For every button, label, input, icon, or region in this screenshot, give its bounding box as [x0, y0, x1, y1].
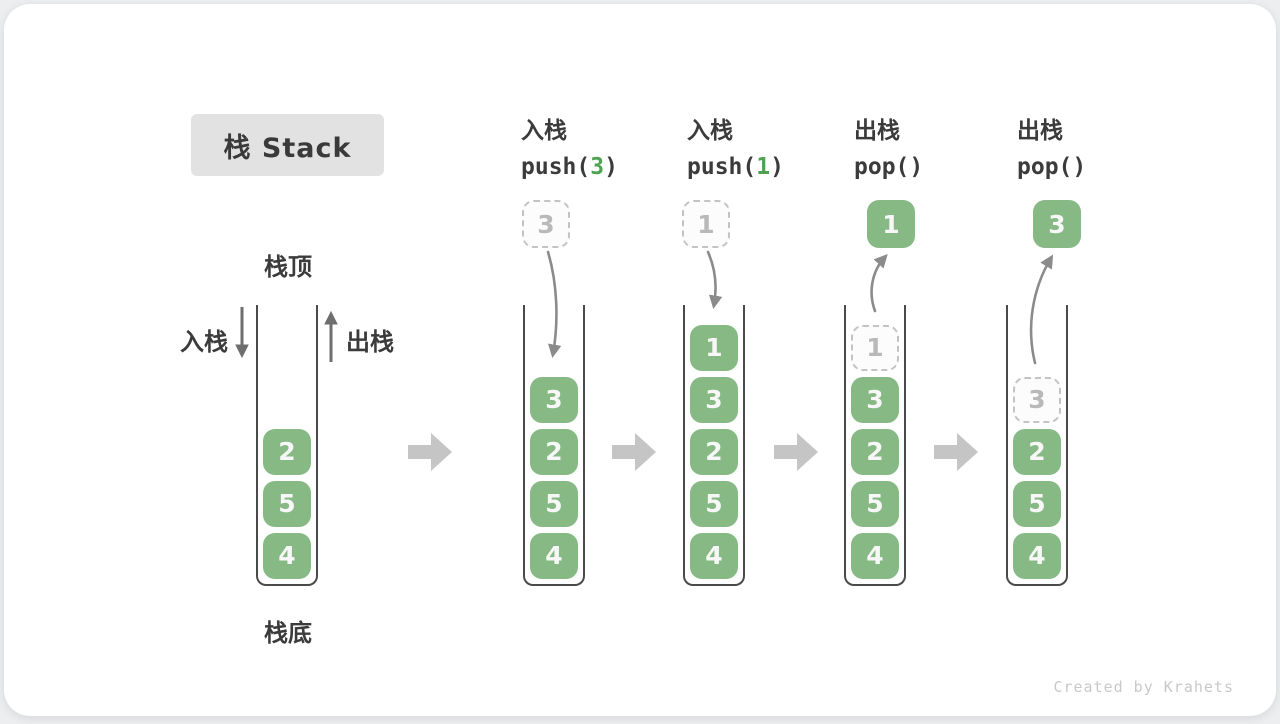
stack-block: 3 — [530, 376, 578, 423]
stack-container-initial: 4 5 2 — [256, 305, 318, 586]
floating-popped-value: 1 — [867, 200, 915, 248]
title-badge: 栈 Stack — [191, 114, 384, 176]
stack-container-after-push-1: 4 5 2 3 1 — [683, 305, 745, 586]
op-label-pop-1: 出栈 pop() — [854, 111, 923, 180]
op-title: 入栈 — [687, 118, 733, 144]
title-text: 栈 Stack — [223, 132, 352, 164]
stack-top-label: 栈顶 — [264, 253, 312, 281]
op-code-suffix: ) — [770, 154, 784, 180]
stack-ghost-block: 1 — [851, 324, 899, 371]
stack-block: 2 — [851, 428, 899, 475]
op-code-prefix: push( — [687, 154, 757, 180]
op-label-push-3: 入栈 push(3) — [521, 111, 618, 180]
op-code-arg: 1 — [756, 154, 771, 180]
stack-block: 4 — [690, 532, 738, 579]
stack-container-after-pop-3: 4 5 2 3 — [1006, 305, 1068, 586]
arrows-overlay — [235, 250, 1054, 471]
stack-bottom-label: 栈底 — [264, 619, 312, 647]
stack-block: 5 — [1013, 480, 1061, 527]
op-code: push(1) — [687, 154, 784, 180]
floating-push-value: 1 — [682, 200, 730, 248]
pop-curve-arrow — [870, 254, 888, 313]
floating-popped-value: 3 — [1033, 200, 1081, 248]
pop-direction-label: 出栈 — [346, 328, 394, 356]
stack-block: 3 — [690, 376, 738, 423]
diagram-card: 栈 Stack 栈顶 栈底 入栈 出栈 入栈 push(3) 入栈 push(1… — [4, 4, 1276, 716]
op-label-push-1: 入栈 push(1) — [687, 111, 784, 180]
stage-transition-arrow — [934, 433, 978, 471]
op-code-suffix: ) — [604, 154, 618, 180]
stack-block: 1 — [690, 324, 738, 371]
stage-transition-arrow — [408, 433, 452, 471]
op-code: pop() — [1017, 154, 1086, 180]
watermark: Created by Krahets — [1053, 678, 1234, 696]
stack-block: 5 — [530, 480, 578, 527]
stack-block: 2 — [530, 428, 578, 475]
op-label-pop-3: 出栈 pop() — [1017, 111, 1086, 180]
stack-block: 5 — [851, 480, 899, 527]
stack-ghost-block: 3 — [1013, 376, 1061, 423]
op-code: push(3) — [521, 154, 618, 180]
stack-container-after-pop-1: 4 5 2 3 1 — [844, 305, 906, 586]
stack-block: 5 — [690, 480, 738, 527]
stack-container-after-push-3: 4 5 2 3 — [523, 305, 585, 586]
op-code-arg: 3 — [590, 154, 605, 180]
stack-block: 4 — [530, 532, 578, 579]
push-direction-label: 入栈 — [180, 328, 228, 356]
op-code-prefix: pop() — [854, 154, 924, 180]
stack-block: 5 — [263, 480, 311, 527]
stack-block: 4 — [1013, 532, 1061, 579]
stack-block: 2 — [690, 428, 738, 475]
stage-transition-arrow — [774, 433, 818, 471]
op-code-prefix: pop() — [1017, 154, 1087, 180]
op-code: pop() — [854, 154, 923, 180]
floating-push-value: 3 — [522, 200, 570, 248]
stack-block: 2 — [263, 428, 311, 475]
stage-transition-arrow — [612, 433, 656, 471]
stack-block: 4 — [851, 532, 899, 579]
op-title: 出栈 — [1017, 118, 1063, 144]
stack-block: 3 — [851, 376, 899, 423]
op-title: 出栈 — [854, 118, 900, 144]
push-curve-arrow — [706, 250, 723, 309]
stack-block: 4 — [263, 532, 311, 579]
op-title: 入栈 — [521, 118, 567, 144]
op-code-prefix: push( — [521, 154, 591, 180]
stack-block: 2 — [1013, 428, 1061, 475]
